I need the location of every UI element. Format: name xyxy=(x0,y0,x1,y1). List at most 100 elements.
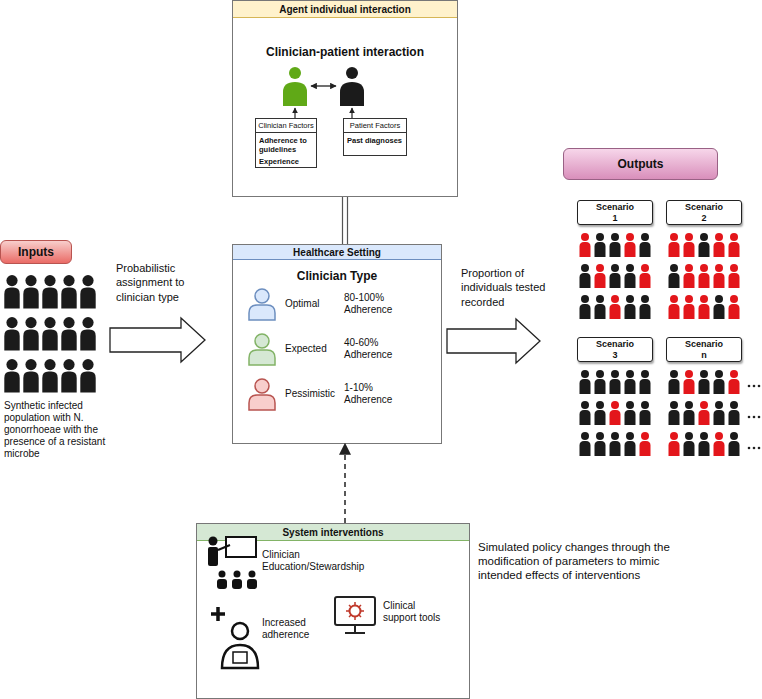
person-head xyxy=(715,264,723,272)
person-body xyxy=(714,273,725,288)
person-head xyxy=(641,295,649,303)
adherence-range: 40-60% Adherence xyxy=(344,337,399,361)
scenario-box: Scenario 2 xyxy=(666,200,742,225)
person-figure xyxy=(61,317,76,351)
person-body xyxy=(640,304,651,319)
person-figure xyxy=(595,370,606,394)
person-figure xyxy=(610,370,621,394)
person-body xyxy=(595,441,606,456)
person-head xyxy=(596,264,604,272)
person-body xyxy=(684,304,695,319)
person-head xyxy=(596,295,604,303)
person-figure xyxy=(729,432,740,456)
person-figure xyxy=(610,264,621,288)
person-figure xyxy=(729,401,740,425)
person-head xyxy=(670,401,678,409)
person-head xyxy=(611,233,619,241)
person-head xyxy=(626,264,634,272)
block-arrow xyxy=(447,319,540,363)
person-body xyxy=(42,372,57,393)
person-figure xyxy=(640,401,651,425)
person-figure xyxy=(669,264,680,288)
connector-layer xyxy=(110,197,540,523)
person-body xyxy=(625,410,636,425)
person-body xyxy=(684,273,695,288)
person-head xyxy=(581,264,589,272)
person-head xyxy=(626,233,634,241)
ellipsis-dot xyxy=(748,447,751,450)
person-head xyxy=(670,295,678,303)
person-head xyxy=(44,359,55,370)
intervention-label: Clinical support tools xyxy=(383,600,447,624)
person-figure xyxy=(580,370,591,394)
output-group: OutputsScenario 1Scenario 2Scenario 3Sce… xyxy=(558,148,754,468)
person-head xyxy=(641,233,649,241)
person-body xyxy=(684,379,695,394)
person-figure xyxy=(729,264,740,288)
adherence-range: 1-10% Adherence xyxy=(344,382,399,406)
person-body xyxy=(729,379,740,394)
person-figure xyxy=(669,370,680,394)
ellipsis-dot xyxy=(758,447,761,450)
person-head xyxy=(596,401,604,409)
person-figure xyxy=(595,264,606,288)
ellipsis-dot xyxy=(748,385,751,388)
person-head xyxy=(700,264,708,272)
person-head xyxy=(611,370,619,378)
panel-heading: Healthcare Setting xyxy=(233,245,441,260)
person-figure xyxy=(4,317,19,351)
person-head xyxy=(596,233,604,241)
person-body xyxy=(80,330,95,351)
person-figure xyxy=(684,264,695,288)
person-body xyxy=(699,242,710,257)
person-body xyxy=(610,273,621,288)
panel-subheading: Clinician-patient interaction xyxy=(233,45,457,59)
person-head xyxy=(715,401,723,409)
person-figure xyxy=(595,432,606,456)
scenario-label: Scenario 3 xyxy=(594,339,636,361)
scenario-label: Scenario 1 xyxy=(594,202,636,224)
person-body xyxy=(729,410,740,425)
person-body xyxy=(625,304,636,319)
person-head xyxy=(82,317,93,328)
person-body xyxy=(610,304,621,319)
person-body xyxy=(714,242,725,257)
person-body xyxy=(669,441,680,456)
person-figure xyxy=(699,233,710,257)
person-head xyxy=(44,317,55,328)
person-figure xyxy=(23,275,38,309)
person-figure xyxy=(610,432,621,456)
ellipsis-dot xyxy=(748,416,751,419)
person-body xyxy=(684,242,695,257)
person-figure xyxy=(714,370,725,394)
person-figure xyxy=(699,264,710,288)
person-head xyxy=(730,432,738,440)
person-head xyxy=(63,359,74,370)
person-body xyxy=(4,372,19,393)
factor-item: Experience xyxy=(256,154,316,166)
person-body xyxy=(80,288,95,309)
person-head xyxy=(611,295,619,303)
person-head xyxy=(6,359,17,370)
person-figure xyxy=(714,264,725,288)
person-head xyxy=(670,432,678,440)
person-head xyxy=(25,317,36,328)
person-figure xyxy=(714,401,725,425)
person-body xyxy=(580,410,591,425)
ellipsis-dot xyxy=(753,385,756,388)
person-figure xyxy=(669,432,680,456)
person-body xyxy=(669,379,680,394)
person-head xyxy=(685,264,693,272)
person-figure xyxy=(625,295,636,319)
person-head xyxy=(611,264,619,272)
person-head xyxy=(641,264,649,272)
person-body xyxy=(729,273,740,288)
person-head xyxy=(6,317,17,328)
person-head xyxy=(685,295,693,303)
person-head xyxy=(611,432,619,440)
person-figure xyxy=(610,401,621,425)
factor-box: Clinician FactorsAdherence to guidelines… xyxy=(255,118,317,168)
input-group: InputsSynthetic infected population with… xyxy=(0,240,108,455)
person-body xyxy=(610,441,621,456)
